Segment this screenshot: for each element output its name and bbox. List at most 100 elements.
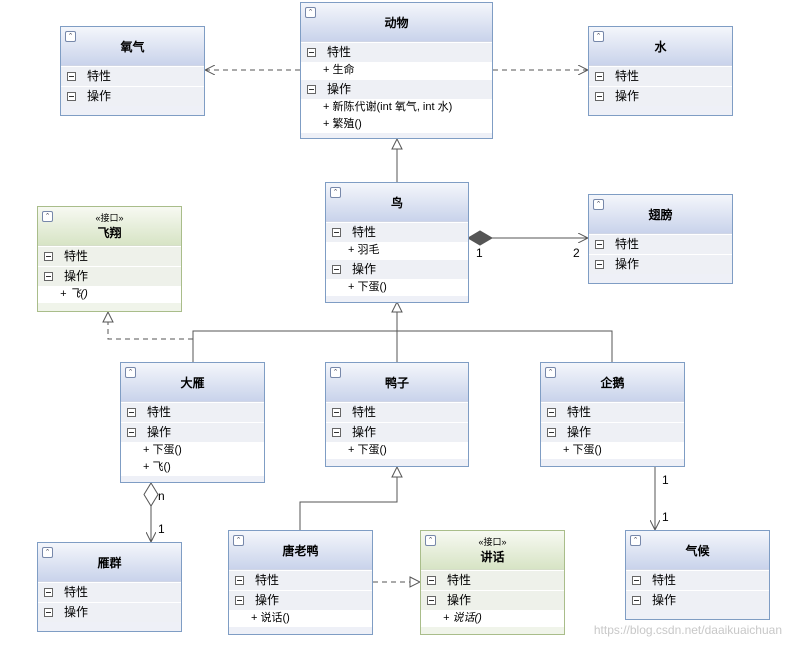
minus-icon[interactable]: [427, 576, 436, 585]
minus-icon[interactable]: [547, 408, 556, 417]
attributes-section[interactable]: 特性: [301, 42, 492, 62]
collapse-icon[interactable]: ⌃: [593, 199, 604, 210]
class-bird[interactable]: ⌃ 鸟 特性 + 羽毛 操作 + 下蛋(): [325, 182, 469, 303]
operations-section[interactable]: 操作: [229, 590, 372, 610]
attributes-section[interactable]: 特性: [589, 234, 732, 254]
class-name: 雁群: [97, 556, 122, 570]
attributes-section[interactable]: 特性: [326, 222, 468, 242]
minus-icon[interactable]: [67, 92, 76, 101]
mult-bird-wing-to: 2: [573, 246, 580, 260]
class-goose[interactable]: ⌃ 大雁 特性 操作 + 下蛋() + 飞(): [120, 362, 265, 483]
minus-icon[interactable]: [44, 588, 53, 597]
attributes-section[interactable]: 特性: [61, 66, 204, 86]
attributes-section[interactable]: 特性: [589, 66, 732, 86]
collapse-icon[interactable]: ⌃: [425, 535, 436, 546]
operations-section[interactable]: 操作: [326, 259, 468, 279]
operations-section[interactable]: 操作: [301, 79, 492, 99]
watermark: https://blog.csdn.net/daaikuaichuan: [593, 623, 782, 637]
minus-icon[interactable]: [332, 265, 341, 274]
operation-item: + 下蛋(): [326, 442, 468, 459]
minus-icon[interactable]: [127, 408, 136, 417]
class-header: ⌃ 氧气: [61, 27, 204, 66]
operations-section[interactable]: 操作: [541, 422, 684, 442]
generalization-tangduck-duck: [299, 467, 397, 530]
mult-penguin-climate-from: 1: [662, 473, 669, 487]
minus-icon[interactable]: [307, 48, 316, 57]
class-header: ⌃ 气候: [626, 531, 769, 570]
collapse-icon[interactable]: ⌃: [42, 211, 53, 222]
minus-icon[interactable]: [595, 72, 604, 81]
class-animal[interactable]: ⌃ 动物 特性 + 生命 操作 + 新陈代谢(int 氧气, int 水) + …: [300, 2, 493, 139]
operations-section[interactable]: 操作: [326, 422, 468, 442]
collapse-icon[interactable]: ⌃: [593, 31, 604, 42]
interface-fly[interactable]: ⌃ «接口» 飞翔 特性 操作 + 飞(): [37, 206, 182, 312]
minus-icon[interactable]: [332, 428, 341, 437]
minus-icon[interactable]: [595, 92, 604, 101]
minus-icon[interactable]: [632, 576, 641, 585]
minus-icon[interactable]: [595, 260, 604, 269]
operations-section[interactable]: 操作: [589, 254, 732, 274]
class-duck[interactable]: ⌃ 鸭子 特性 操作 + 下蛋(): [325, 362, 469, 467]
attributes-section[interactable]: 特性: [326, 402, 468, 422]
class-header: ⌃ 水: [589, 27, 732, 66]
collapse-icon[interactable]: ⌃: [330, 367, 341, 378]
operation-item: + 说话(): [229, 610, 372, 627]
minus-icon[interactable]: [127, 428, 136, 437]
operations-section[interactable]: 操作: [121, 422, 264, 442]
minus-icon[interactable]: [595, 240, 604, 249]
operation-item: + 下蛋(): [121, 442, 264, 459]
collapse-icon[interactable]: ⌃: [630, 535, 641, 546]
operation-item: + 新陈代谢(int 氧气, int 水): [301, 99, 492, 116]
minus-icon[interactable]: [332, 228, 341, 237]
attributes-section[interactable]: 特性: [229, 570, 372, 590]
class-name: 鸭子: [384, 376, 409, 390]
class-oxygen[interactable]: ⌃ 氧气 特性 操作: [60, 26, 205, 116]
operations-section[interactable]: 操作: [38, 266, 181, 286]
operations-section[interactable]: 操作: [626, 590, 769, 610]
minus-icon[interactable]: [67, 72, 76, 81]
minus-icon[interactable]: [547, 428, 556, 437]
attributes-section[interactable]: 特性: [626, 570, 769, 590]
collapse-icon[interactable]: ⌃: [330, 187, 341, 198]
mult-goose-flock-from: n: [158, 489, 165, 503]
mult-goose-flock-to: 1: [158, 522, 165, 536]
class-climate[interactable]: ⌃ 气候 特性 操作: [625, 530, 770, 620]
attributes-section[interactable]: 特性: [121, 402, 264, 422]
class-wing[interactable]: ⌃ 翅膀 特性 操作: [588, 194, 733, 284]
minus-icon[interactable]: [235, 576, 244, 585]
minus-icon[interactable]: [427, 596, 436, 605]
generalization-goose-bird: [192, 330, 397, 362]
class-tangduck[interactable]: ⌃ 唐老鸭 特性 操作 + 说话(): [228, 530, 373, 635]
operations-section[interactable]: 操作: [421, 590, 564, 610]
class-water[interactable]: ⌃ 水 特性 操作: [588, 26, 733, 116]
attributes-section[interactable]: 特性: [421, 570, 564, 590]
interface-speak[interactable]: ⌃ «接口» 讲话 特性 操作 + 说话(): [420, 530, 565, 635]
operations-section[interactable]: 操作: [38, 602, 181, 622]
aggregation-diamond: [143, 482, 159, 507]
class-header: ⌃ 鸭子: [326, 363, 468, 402]
operation-item: + 飞(): [121, 459, 264, 476]
minus-icon[interactable]: [44, 272, 53, 281]
collapse-icon[interactable]: ⌃: [65, 31, 76, 42]
operations-section[interactable]: 操作: [589, 86, 732, 106]
stereotype-label: «接口»: [95, 213, 124, 223]
minus-icon[interactable]: [44, 608, 53, 617]
attributes-section[interactable]: 特性: [38, 582, 181, 602]
minus-icon[interactable]: [632, 596, 641, 605]
class-header: ⌃ 鸟: [326, 183, 468, 222]
attributes-section[interactable]: 特性: [38, 246, 181, 266]
minus-icon[interactable]: [44, 252, 53, 261]
collapse-icon[interactable]: ⌃: [42, 547, 53, 558]
collapse-icon[interactable]: ⌃: [125, 367, 136, 378]
class-flock[interactable]: ⌃ 雁群 特性 操作: [37, 542, 182, 632]
minus-icon[interactable]: [332, 408, 341, 417]
minus-icon[interactable]: [307, 85, 316, 94]
attributes-section[interactable]: 特性: [541, 402, 684, 422]
class-penguin[interactable]: ⌃ 企鹅 特性 操作 + 下蛋(): [540, 362, 685, 467]
minus-icon[interactable]: [235, 596, 244, 605]
collapse-icon[interactable]: ⌃: [305, 7, 316, 18]
collapse-icon[interactable]: ⌃: [233, 535, 244, 546]
operations-section[interactable]: 操作: [61, 86, 204, 106]
collapse-icon[interactable]: ⌃: [545, 367, 556, 378]
